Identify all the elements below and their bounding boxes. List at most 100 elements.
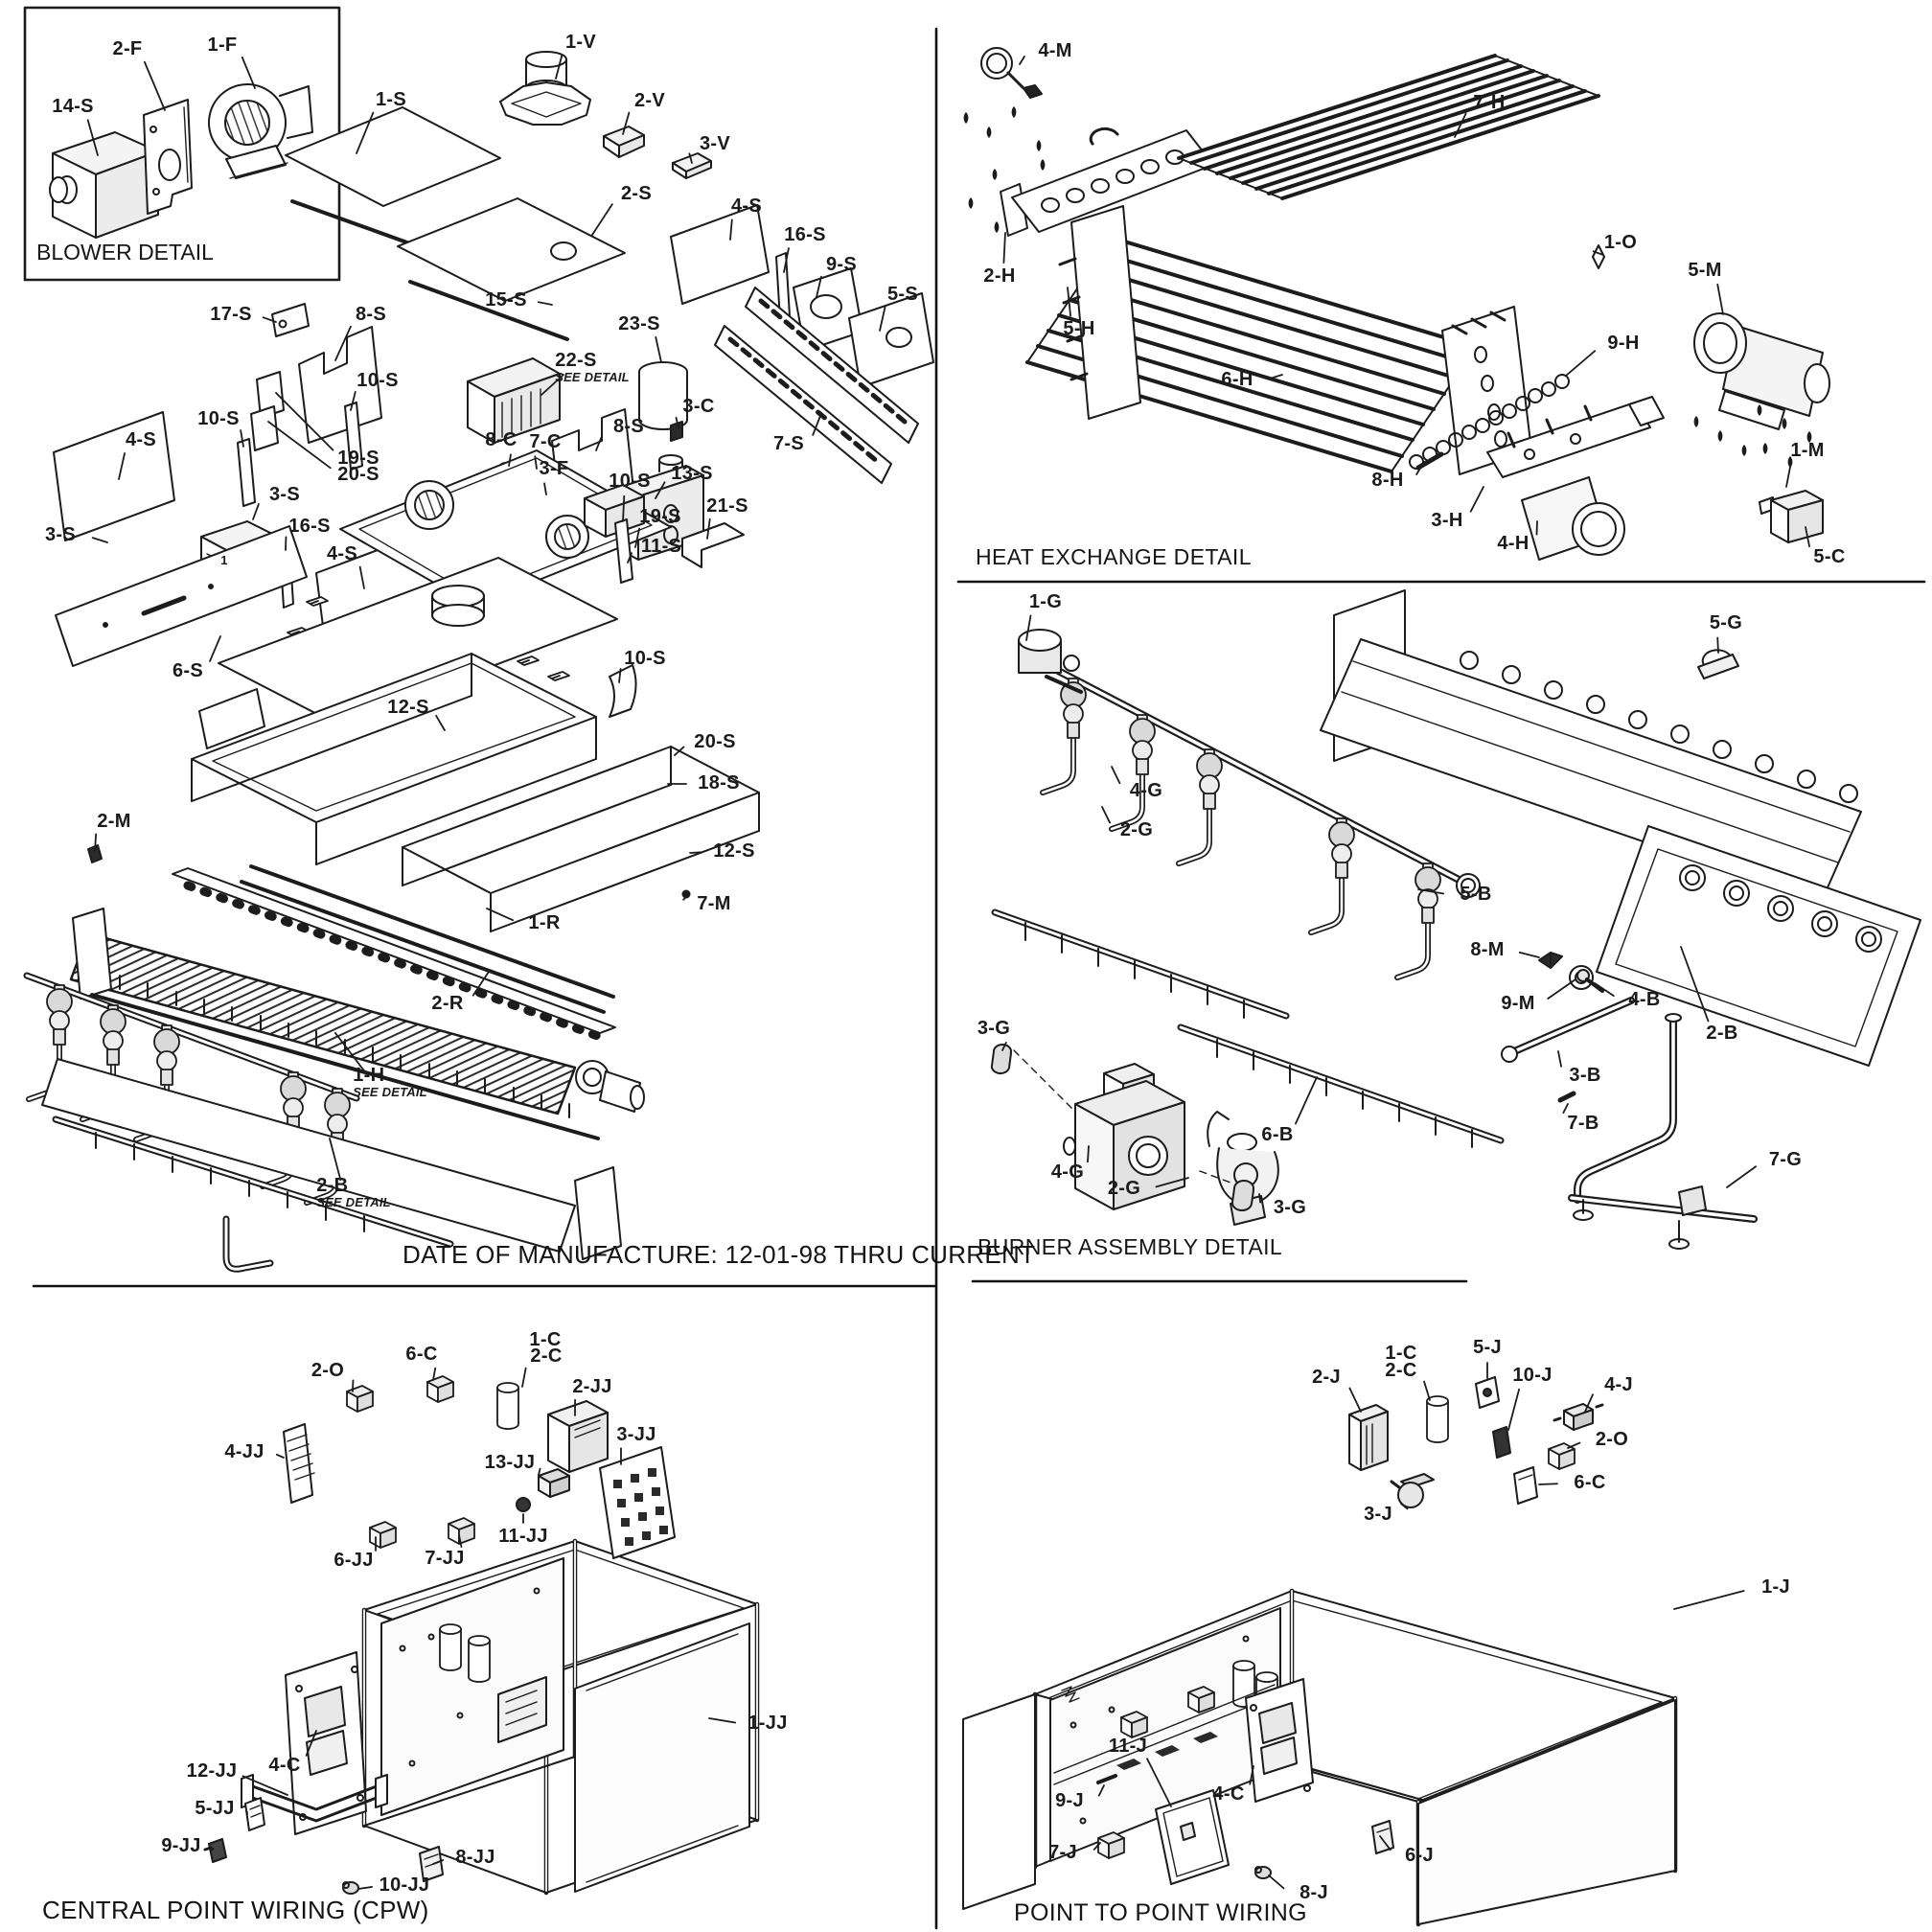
leader-line-20-S bbox=[267, 421, 332, 470]
panel-5s bbox=[848, 292, 934, 388]
leader-line-12-JJ bbox=[242, 1775, 288, 1796]
rod-15s-b bbox=[408, 280, 569, 341]
cap-5g bbox=[1697, 649, 1739, 679]
fin-bundle-7h bbox=[1177, 54, 1600, 200]
leader-line-2-H bbox=[1002, 232, 1006, 264]
leader-line-10-S bbox=[618, 668, 622, 683]
tube-bundle-6h bbox=[1025, 205, 1532, 475]
front-panel-1j bbox=[1417, 1699, 1676, 1925]
leader-line-10-S bbox=[622, 494, 626, 522]
leader-line-10-S bbox=[240, 429, 244, 448]
leader-line-7-G bbox=[1726, 1165, 1757, 1188]
bracket-12jj bbox=[241, 1774, 388, 1823]
leader-line-2-O bbox=[1567, 1441, 1581, 1449]
leader-line-8-J bbox=[1268, 1874, 1285, 1890]
keypad-3jj bbox=[599, 1446, 676, 1559]
leader-line-5-H bbox=[1067, 287, 1071, 317]
screw-9m bbox=[1576, 969, 1604, 993]
part-1c-2c-right bbox=[1426, 1395, 1449, 1443]
leader-line-6-C bbox=[432, 1367, 437, 1381]
burner-assembly-drawing bbox=[990, 589, 1921, 1250]
cpw-drawing bbox=[203, 1375, 760, 1896]
leader-line-13-JJ bbox=[538, 1467, 541, 1476]
heat-exchange-drawing bbox=[962, 47, 1830, 561]
leader-line-4-C bbox=[1249, 1765, 1254, 1785]
leader-line-2-J bbox=[1348, 1387, 1362, 1413]
duct-12s-b bbox=[402, 746, 760, 932]
screw-7b bbox=[1557, 1091, 1576, 1103]
panel-6s bbox=[55, 525, 308, 667]
leader-line-4-M bbox=[1019, 56, 1025, 65]
part-6c-right bbox=[1513, 1466, 1538, 1505]
blower-1f bbox=[208, 83, 313, 179]
blower-detail-inset bbox=[23, 6, 341, 282]
leader-line-4-G bbox=[1111, 766, 1121, 785]
leader-line-11-J bbox=[1146, 1758, 1172, 1807]
leader-line-5-G bbox=[1716, 636, 1719, 654]
pipe-3b bbox=[1501, 997, 1635, 1063]
part-8jj bbox=[419, 1846, 444, 1882]
leader-line-1-R bbox=[486, 908, 515, 922]
leader-line-6-S bbox=[209, 635, 221, 662]
leader-line-1-V bbox=[555, 54, 564, 80]
caption-date-of-manufacture: DATE OF MANUFACTURE: 12-01-98 THRU CURRE… bbox=[402, 1240, 1036, 1269]
part-9jj bbox=[203, 1838, 227, 1863]
leader-line-7-M bbox=[682, 894, 689, 901]
part-8j bbox=[1254, 1866, 1272, 1879]
leader-line-5-C bbox=[1805, 526, 1810, 548]
caption-point-to-point-wiring: POINT TO POINT WIRING bbox=[1014, 1899, 1307, 1926]
leader-line-7-JJ bbox=[458, 1534, 463, 1549]
screw-9j bbox=[1096, 1774, 1117, 1784]
leader-line-9-H bbox=[1565, 350, 1597, 377]
part-6j bbox=[1371, 1820, 1394, 1854]
leader-line-5-S bbox=[879, 306, 886, 332]
leader-line-8-H bbox=[1415, 461, 1425, 475]
gauge-4m bbox=[980, 47, 1043, 99]
leader-line-21-S bbox=[706, 518, 711, 540]
vent-2v bbox=[603, 126, 645, 158]
control-panel-4c-left bbox=[285, 1651, 367, 1835]
leader-line-2-S bbox=[591, 203, 613, 236]
leader-line-7-B bbox=[1562, 1103, 1569, 1114]
part-6c-left bbox=[426, 1375, 454, 1403]
burner-tray-2b bbox=[1596, 825, 1921, 1067]
leader-line-8-M bbox=[1518, 952, 1540, 958]
leader-line-3-F bbox=[543, 482, 547, 495]
cylinder-23s bbox=[638, 361, 688, 430]
caption-blower-detail: BLOWER DETAIL bbox=[36, 240, 214, 264]
gas-manifold bbox=[1018, 629, 1481, 978]
part-5jj bbox=[244, 1797, 265, 1831]
leader-line-9-M bbox=[1547, 978, 1576, 1000]
part-4j bbox=[1552, 1403, 1604, 1431]
divider-lines bbox=[32, 27, 1926, 1930]
leader-line-1-J bbox=[1673, 1590, 1745, 1610]
panel-2s bbox=[397, 197, 626, 302]
leader-line-2-G bbox=[1101, 806, 1111, 824]
pipe-assembly-7g bbox=[1568, 1013, 1758, 1250]
leader-line-3-V bbox=[688, 152, 693, 164]
part-2o-left bbox=[346, 1385, 374, 1413]
leader-line-7-S bbox=[812, 415, 821, 436]
part-1c-2c-left bbox=[496, 1382, 519, 1430]
leader-line-3-B bbox=[1557, 1050, 1562, 1068]
leader-line-2-F bbox=[143, 60, 166, 111]
leader-line-9-S bbox=[816, 275, 822, 298]
leader-line-6-J bbox=[1379, 1835, 1392, 1852]
base-tray-11s bbox=[339, 449, 672, 607]
leader-line-9-JJ bbox=[210, 1848, 215, 1852]
panel-8s-a bbox=[298, 326, 382, 444]
leader-line-4-JJ bbox=[275, 1453, 285, 1459]
part-10jj bbox=[342, 1881, 359, 1895]
leader-line-3-G bbox=[1001, 1041, 1007, 1051]
plate-21s bbox=[681, 522, 745, 568]
leader-line-8-S bbox=[595, 434, 604, 451]
cabinet-frame-1jj bbox=[361, 1538, 760, 1896]
plate-small bbox=[198, 688, 265, 749]
burner-rack bbox=[1320, 589, 1862, 904]
vent-cap-1v bbox=[499, 51, 591, 126]
leader-line-2-V bbox=[622, 111, 631, 135]
duct-12s-a bbox=[191, 653, 597, 865]
rails-1r bbox=[240, 864, 615, 1014]
lid-18s bbox=[218, 557, 618, 725]
leader-line-3-H bbox=[1469, 486, 1484, 513]
